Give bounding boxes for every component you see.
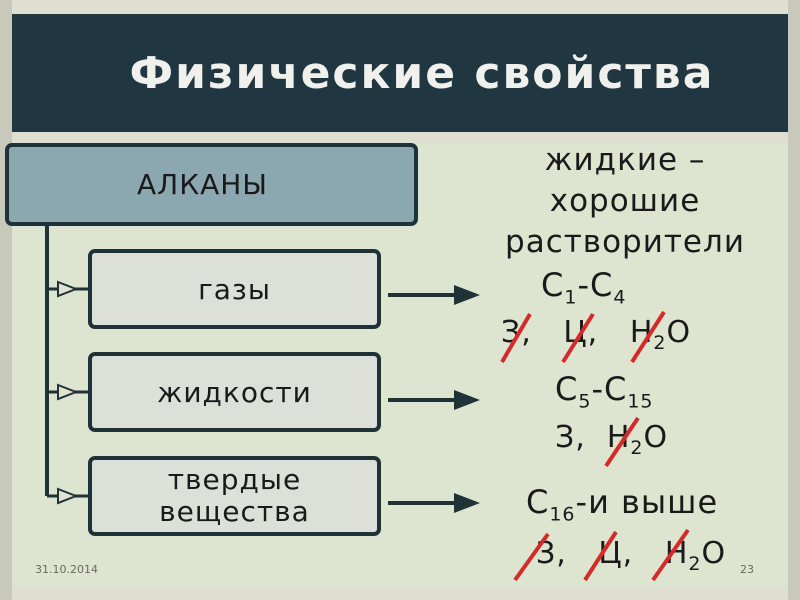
prop-water: Н (664, 536, 689, 571)
strike-gas-smell (500, 312, 532, 364)
footer-page-number: 23 (740, 563, 754, 576)
note-line3: растворители (505, 224, 745, 260)
formula-solids: C16-и выше (526, 483, 719, 526)
gases-box: газы (88, 249, 381, 329)
prop-water: Н (606, 420, 631, 455)
branch-arrowhead-gas (57, 280, 79, 298)
solids-label-line1: твердые (167, 463, 302, 496)
formula-gases: C1-C4 (541, 266, 627, 309)
alkanes-label: АЛКАНЫ (137, 168, 269, 201)
strike-gas-water (630, 310, 666, 364)
formula-liquids: C5-C15 (555, 370, 654, 413)
strike-solid-color (583, 530, 618, 582)
alkanes-box: АЛКАНЫ (5, 143, 418, 226)
solids-label-line2: вещества (159, 495, 310, 528)
arrow-liquid (388, 390, 480, 410)
liquids-box: жидкости (88, 352, 381, 432)
slide-title: Физические свойства (129, 47, 715, 99)
strike-liquid-water (604, 416, 640, 468)
arrow-gas (388, 285, 480, 305)
note-line2: хорошие (549, 183, 701, 219)
branch-arrowhead-liquid (57, 383, 79, 401)
branch-arrowhead-solid (57, 487, 79, 505)
prop-smell: З, (555, 420, 586, 455)
strike-solid-smell (513, 532, 550, 582)
note-line1: жидкие – (544, 142, 706, 178)
solvent-note: жидкие – хорошие растворители (460, 140, 790, 263)
liquids-label: жидкости (157, 375, 312, 409)
strike-solid-water (651, 528, 690, 582)
solids-box: твердые вещества (88, 456, 381, 536)
gases-label: газы (198, 272, 271, 306)
arrow-solid (388, 493, 480, 513)
footer-date: 31.10.2014 (35, 563, 98, 576)
solids-label: твердые вещества (159, 464, 310, 528)
props-solids: З, Ц, Н2О (536, 536, 727, 575)
props-liquids: З, Н2О (555, 420, 669, 459)
title-bar: Физические свойства (12, 14, 788, 132)
strike-gas-color (561, 312, 595, 364)
